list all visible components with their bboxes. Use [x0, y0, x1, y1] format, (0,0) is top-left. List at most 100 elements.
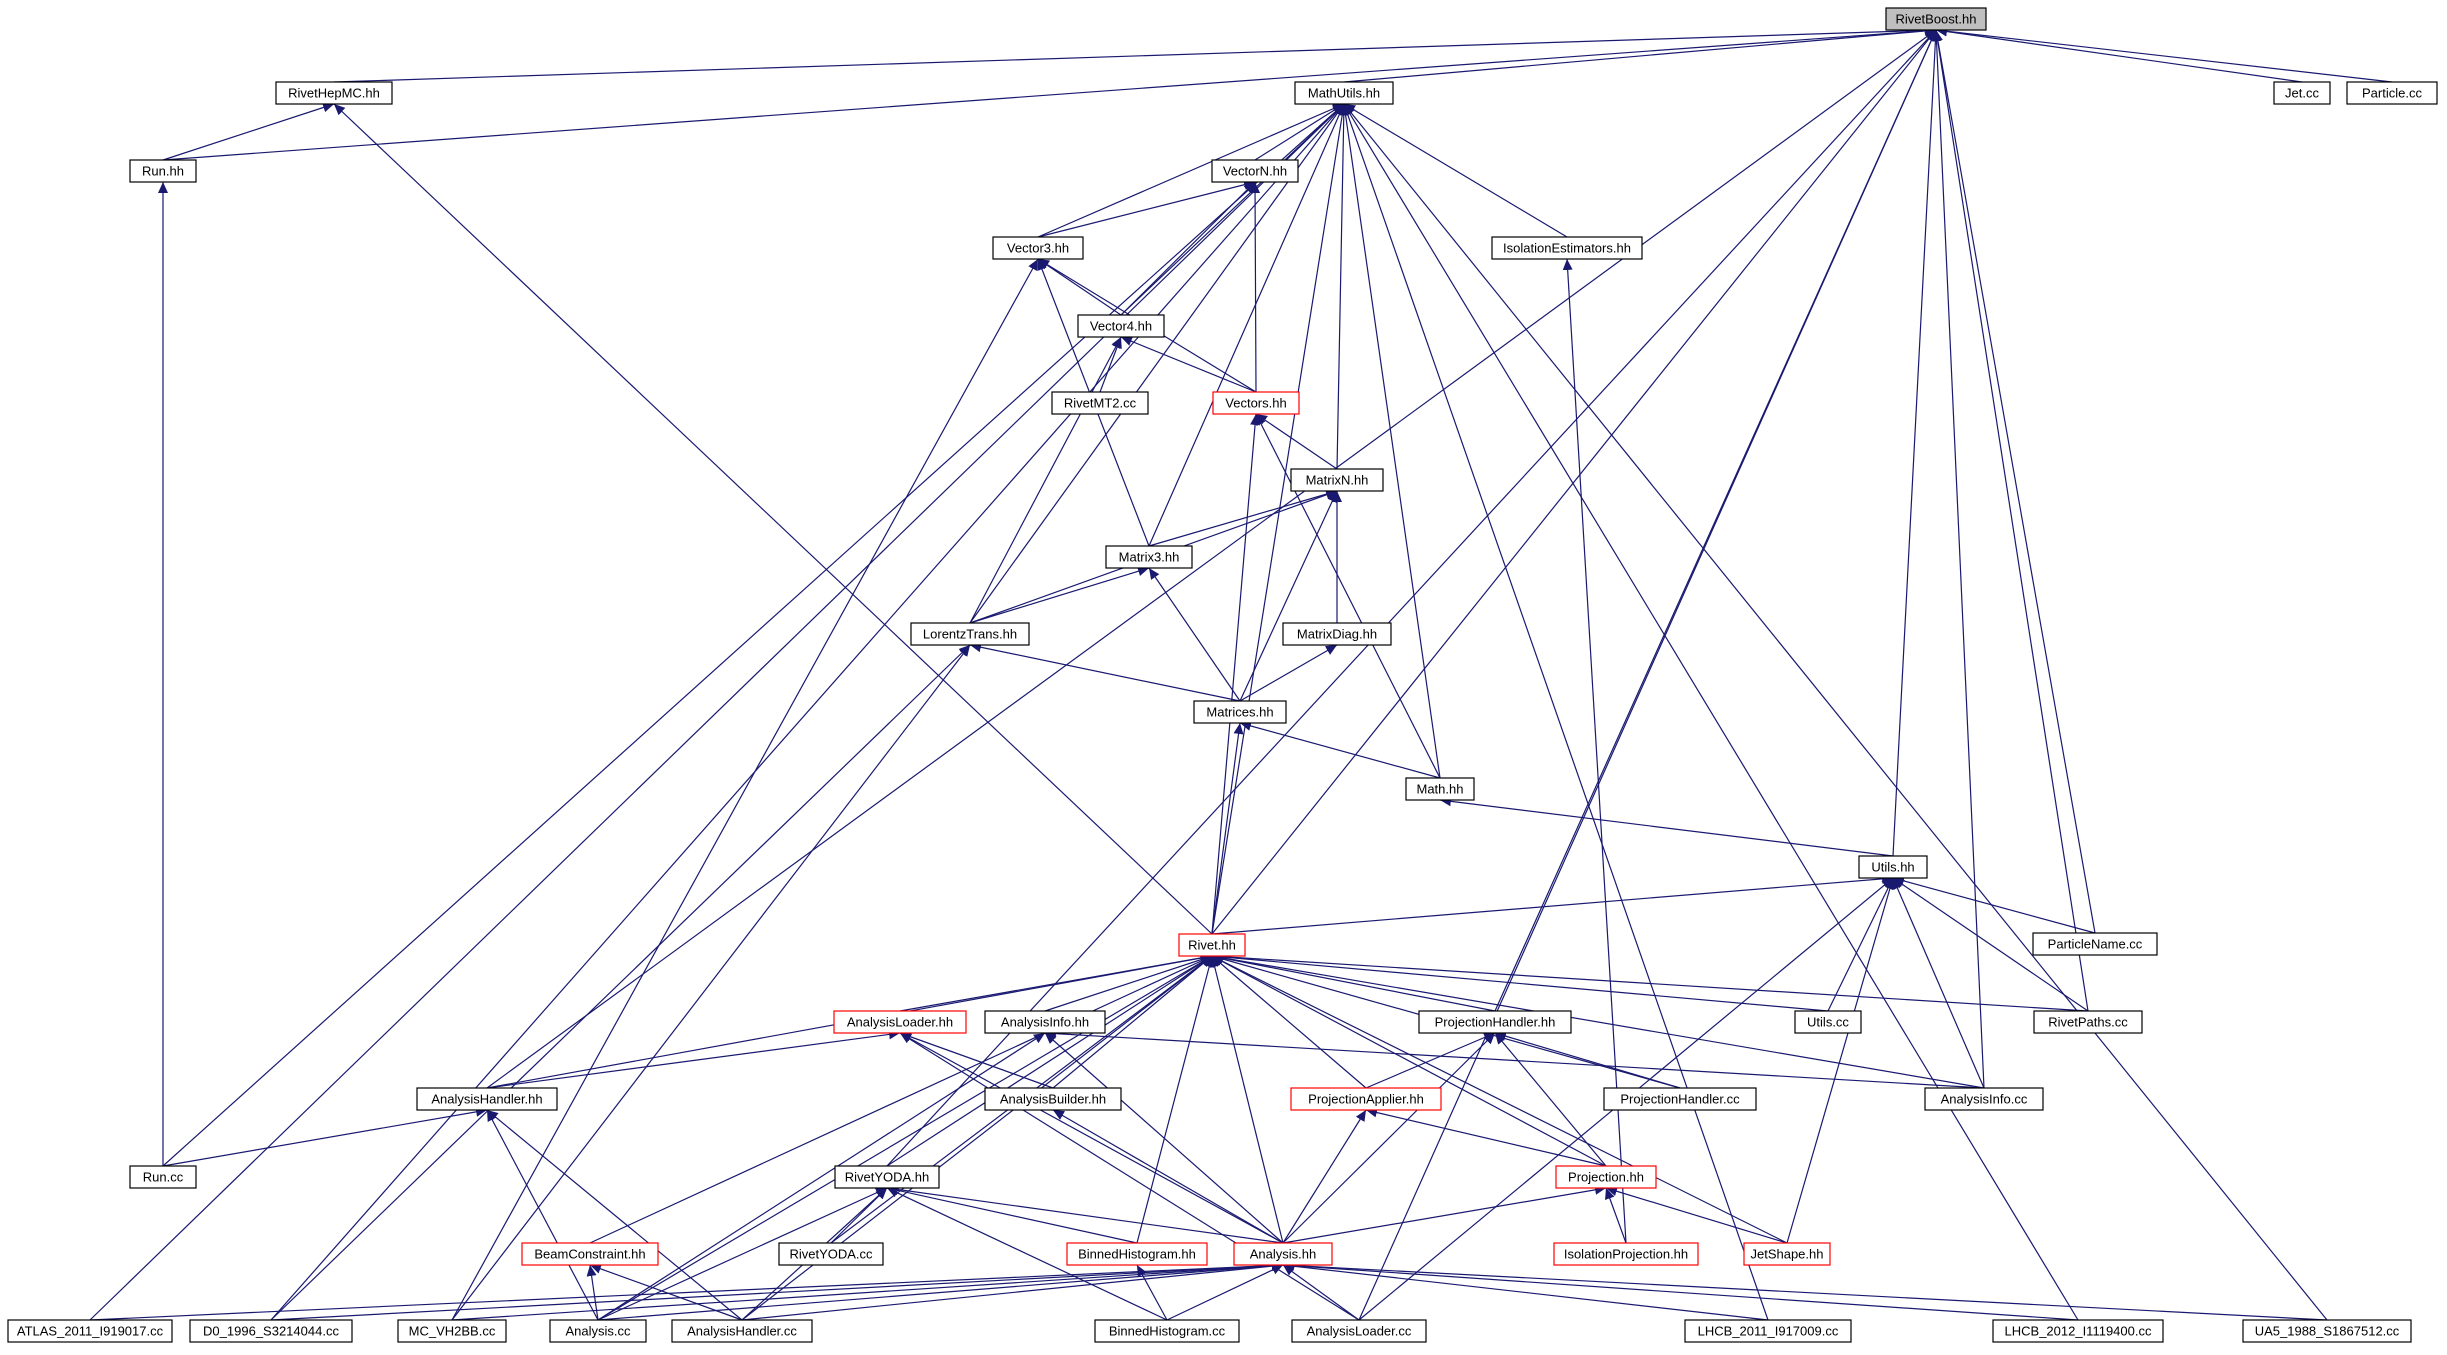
node-UA5[interactable]: UA5_1988_S1867512.cc	[2242, 1319, 2412, 1343]
node-box[interactable]	[1077, 314, 1165, 338]
node-Utilscc[interactable]: Utils.cc	[1794, 1010, 1862, 1034]
node-IsoEst[interactable]: IsolationEstimators.hh	[1491, 236, 1643, 260]
node-AnalysisHandlercc[interactable]: AnalysisHandler.cc	[671, 1319, 813, 1343]
node-box[interactable]	[1555, 1165, 1657, 1189]
node-Runhh[interactable]: Run.hh	[129, 159, 197, 183]
node-ProjHandlerhh[interactable]: ProjectionHandler.hh	[1418, 1010, 1572, 1034]
node-box[interactable]	[1282, 622, 1392, 646]
node-BinnedHistcc[interactable]: BinnedHistogram.cc	[1094, 1319, 1240, 1343]
node-box[interactable]	[1233, 1242, 1333, 1266]
node-IsoProj[interactable]: IsolationProjection.hh	[1553, 1242, 1699, 1266]
node-RivetBoost[interactable]: RivetBoost.hh	[1885, 7, 1987, 31]
node-box[interactable]	[397, 1319, 507, 1343]
node-RivetYODAcc[interactable]: RivetYODA.cc	[778, 1242, 884, 1266]
node-LHCB2011[interactable]: LHCB_2011_I917009.cc	[1684, 1319, 1852, 1343]
node-box[interactable]	[521, 1242, 659, 1266]
node-MatrixN[interactable]: MatrixN.hh	[1290, 468, 1384, 492]
node-box[interactable]	[1094, 1319, 1240, 1343]
node-box[interactable]	[778, 1242, 884, 1266]
node-RivetPaths[interactable]: RivetPaths.cc	[2033, 1010, 2143, 1034]
node-box[interactable]	[984, 1087, 1122, 1111]
node-box[interactable]	[129, 159, 197, 183]
node-box[interactable]	[1051, 391, 1149, 415]
node-LHCB2012[interactable]: LHCB_2012_I1119400.cc	[1992, 1319, 2164, 1343]
node-box[interactable]	[1178, 933, 1246, 957]
node-box[interactable]	[1924, 1087, 2044, 1111]
node-box[interactable]	[1212, 391, 1300, 415]
node-box[interactable]	[1553, 1242, 1699, 1266]
node-JetShape[interactable]: JetShape.hh	[1743, 1242, 1831, 1266]
node-Analysishh[interactable]: Analysis.hh	[1233, 1242, 1333, 1266]
node-box[interactable]	[1105, 545, 1193, 569]
node-box[interactable]	[1193, 700, 1287, 724]
node-Runcc[interactable]: Run.cc	[129, 1165, 197, 1189]
node-ATLAS[interactable]: ATLAS_2011_I919017.cc	[7, 1319, 173, 1343]
node-MatrixDiag[interactable]: MatrixDiag.hh	[1282, 622, 1392, 646]
node-box[interactable]	[2033, 1010, 2143, 1034]
node-box[interactable]	[549, 1319, 647, 1343]
node-BeamConstraint[interactable]: BeamConstraint.hh	[521, 1242, 659, 1266]
node-Vector4[interactable]: Vector4.hh	[1077, 314, 1165, 338]
node-AnalysisBuilder[interactable]: AnalysisBuilder.hh	[984, 1087, 1122, 1111]
node-box[interactable]	[1491, 236, 1643, 260]
node-ProjHandlercc[interactable]: ProjectionHandler.cc	[1603, 1087, 1757, 1111]
node-box[interactable]	[1794, 1010, 1862, 1034]
node-box[interactable]	[992, 236, 1084, 260]
node-box[interactable]	[1603, 1087, 1757, 1111]
node-RivetYODAhh[interactable]: RivetYODA.hh	[834, 1165, 940, 1189]
node-ProjApplier[interactable]: ProjectionApplier.hh	[1290, 1087, 1442, 1111]
node-box[interactable]	[2273, 81, 2331, 105]
node-AnalysisLoaderhh[interactable]: AnalysisLoader.hh	[833, 1010, 967, 1034]
node-MathUtils[interactable]: MathUtils.hh	[1294, 81, 1394, 105]
node-box[interactable]	[984, 1010, 1106, 1034]
node-AnalysisHandlerhh[interactable]: AnalysisHandler.hh	[416, 1087, 558, 1111]
node-box[interactable]	[1418, 1010, 1572, 1034]
node-Rivethh[interactable]: Rivet.hh	[1178, 933, 1246, 957]
node-box[interactable]	[1211, 159, 1299, 183]
node-Utilshh[interactable]: Utils.hh	[1858, 855, 1928, 879]
node-box[interactable]	[189, 1319, 353, 1343]
node-box[interactable]	[671, 1319, 813, 1343]
node-RivetMT2[interactable]: RivetMT2.cc	[1051, 391, 1149, 415]
node-Matrix3[interactable]: Matrix3.hh	[1105, 545, 1193, 569]
node-D0[interactable]: D0_1996_S3214044.cc	[189, 1319, 353, 1343]
node-AnalysisInfohh[interactable]: AnalysisInfo.hh	[984, 1010, 1106, 1034]
node-Vector3[interactable]: Vector3.hh	[992, 236, 1084, 260]
node-box[interactable]	[834, 1165, 940, 1189]
node-box[interactable]	[1294, 81, 1394, 105]
node-Matrices[interactable]: Matrices.hh	[1193, 700, 1287, 724]
node-box[interactable]	[1858, 855, 1928, 879]
node-box[interactable]	[1885, 7, 1987, 31]
node-box[interactable]	[2346, 81, 2438, 105]
node-box[interactable]	[2032, 932, 2158, 956]
node-box[interactable]	[1992, 1319, 2164, 1343]
node-VectorN[interactable]: VectorN.hh	[1211, 159, 1299, 183]
node-MCVH2BB[interactable]: MC_VH2BB.cc	[397, 1319, 507, 1343]
node-Analysiscc[interactable]: Analysis.cc	[549, 1319, 647, 1343]
node-box[interactable]	[275, 81, 393, 105]
node-RivetHepMC[interactable]: RivetHepMC.hh	[275, 81, 393, 105]
node-box[interactable]	[910, 622, 1030, 646]
node-box[interactable]	[1684, 1319, 1852, 1343]
node-box[interactable]	[2242, 1319, 2412, 1343]
node-AnalysisLoadercc[interactable]: AnalysisLoader.cc	[1291, 1319, 1427, 1343]
node-ParticleName[interactable]: ParticleName.cc	[2032, 932, 2158, 956]
node-box[interactable]	[1290, 468, 1384, 492]
node-box[interactable]	[1066, 1242, 1208, 1266]
node-box[interactable]	[1290, 1087, 1442, 1111]
node-Projectionhh[interactable]: Projection.hh	[1555, 1165, 1657, 1189]
node-Particlecc[interactable]: Particle.cc	[2346, 81, 2438, 105]
node-box[interactable]	[1743, 1242, 1831, 1266]
node-Mathhh[interactable]: Math.hh	[1405, 777, 1475, 801]
node-BinnedHisthh[interactable]: BinnedHistogram.hh	[1066, 1242, 1208, 1266]
node-LorentzTrans[interactable]: LorentzTrans.hh	[910, 622, 1030, 646]
node-box[interactable]	[833, 1010, 967, 1034]
node-box[interactable]	[129, 1165, 197, 1189]
node-box[interactable]	[1405, 777, 1475, 801]
node-Vectors[interactable]: Vectors.hh	[1212, 391, 1300, 415]
node-box[interactable]	[416, 1087, 558, 1111]
node-box[interactable]	[1291, 1319, 1427, 1343]
node-AnalysisInfocc[interactable]: AnalysisInfo.cc	[1924, 1087, 2044, 1111]
node-box[interactable]	[7, 1319, 173, 1343]
node-Jetcc[interactable]: Jet.cc	[2273, 81, 2331, 105]
